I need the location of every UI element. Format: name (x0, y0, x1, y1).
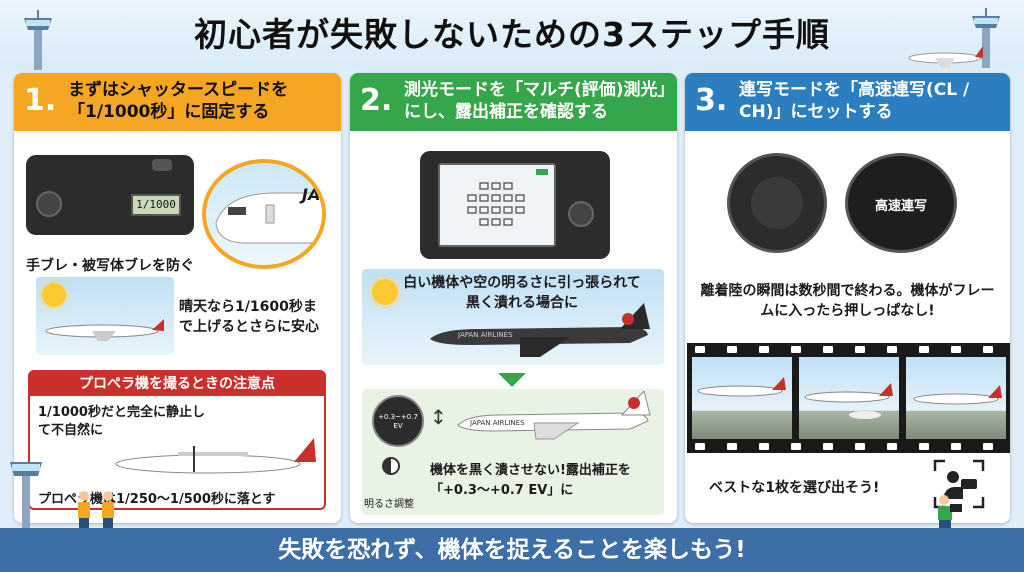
best-shot-text: ベストな1枚を選び出そう! (709, 480, 880, 496)
ev-dial-label: +0.3~+0.7 EV (378, 413, 418, 430)
dark-plane-icon (430, 303, 650, 357)
shutter-speed-lcd: 1/1000 (131, 194, 181, 216)
metering-grid-icon (467, 169, 548, 226)
burst-caption: 離着陸の瞬間は数秒間で終わる。機体がフレームに入ったら押しっぱなし! (700, 283, 995, 319)
plane-frame-icon-3 (913, 385, 1002, 405)
plane-icon-header (908, 46, 983, 68)
shutter-button-icon (152, 159, 172, 171)
rotate-arrow-icon: ↕ (430, 405, 447, 429)
step3-number: 3. (695, 83, 728, 118)
sunny-tip: 晴天なら1/1600秒まで上げるとさらに安心 (179, 299, 319, 335)
zoom-dial-label: 高速連写 (874, 199, 927, 214)
brightness-icon (382, 457, 400, 475)
ground-staff-icon (78, 491, 114, 528)
step3-title: 連写モードを「高速連写(CL / CH)」にセットする (739, 80, 970, 122)
step2-number: 2. (360, 83, 393, 118)
control-tower-icon-right (972, 8, 1000, 68)
plane-zoom-circle: JA (202, 159, 326, 269)
step1-header: 1. まずはシャッタースピードを「1/1000秒」に固定する (14, 73, 341, 131)
step2-title: 測光モードを「マルチ(評価)測光」にし、露出補正を確認する (404, 80, 667, 122)
step3-header: 3. 連写モードを「高速連写(CL / CH)」にセットする (685, 73, 1010, 131)
film-frame-2 (799, 357, 899, 439)
zoom-dial-icon (845, 153, 957, 253)
warning-solution: プロペラ機は1/250〜1/500秒に落とす (38, 492, 276, 507)
plane-frame-icon-2 (804, 383, 893, 419)
plane-icon-small (45, 319, 164, 341)
metering-screen (438, 163, 556, 247)
step1-title: まずはシャッタースピードを「1/1000秒」に固定する (68, 80, 289, 122)
bright-plane-icon (457, 391, 651, 440)
control-tower-icon-left (24, 10, 52, 70)
film-strip (687, 343, 1010, 453)
airline-text-bright: JAPAN AIRLINES (470, 419, 525, 427)
step1-number: 1. (24, 83, 57, 118)
blur-caption: 手ブレ・被写体ブレを防ぐ (26, 258, 194, 274)
page-title: 初心者が失敗しないための3ステップ手順 (194, 15, 830, 54)
sun-icon-2 (372, 279, 398, 305)
camera-dial-icon (568, 201, 594, 227)
step2-panel: 2. 測光モードを「マルチ(評価)測光」にし、露出補正を確認する 白い機体や空の… (350, 73, 677, 523)
step1-panel: 1. まずはシャッタースピードを「1/1000秒」に固定する 1/1000 JA… (14, 73, 341, 523)
warning-title: プロペラ機を撮るときの注意点 (30, 372, 324, 396)
step2-header: 2. 測光モードを「マルチ(評価)測光」にし、露出補正を確認する (350, 73, 677, 131)
plane-frame-icon-1 (697, 377, 786, 397)
warning-text: 1/1000秒だと完全に静止して不自然に (38, 405, 205, 438)
ev-dial-icon (372, 395, 424, 447)
film-frame-3 (906, 357, 1006, 439)
ev-solution-text: 機体を黒く潰させない!露出補正を「+0.3〜+0.7 EV」に (430, 463, 631, 498)
propeller-plane-icon (115, 438, 316, 474)
header-background (0, 0, 1024, 70)
control-tower-icon-bottom (10, 462, 42, 528)
propeller-warning-box: プロペラ機を撮るときの注意点 1/1000秒だと完全に静止して不自然に プロペラ… (28, 370, 326, 510)
sun-icon (42, 283, 66, 307)
plane-nose-icon (215, 192, 322, 244)
backlit-bubble-text: 白い機体や空の明るさに引っ張られて黒く潰れる場合に (403, 275, 641, 311)
brightness-label: 明るさ調整 (364, 499, 414, 510)
photographer-figure-icon (938, 495, 962, 528)
photographer-icon (933, 459, 985, 509)
mode-dial-icon (36, 191, 62, 217)
step3-panel: 3. 連写モードを「高速連写(CL / CH)」にセットする 高速連写 離着陸の… (685, 73, 1010, 523)
drive-dial-inner (751, 177, 803, 229)
footer-banner: 失敗を恐れず、機体を捉えることを楽しもう! (0, 528, 1024, 572)
plane-livery-text: JA (302, 185, 321, 204)
airline-text-dark: JAPAN AIRLINES (458, 331, 513, 339)
backlit-plane-scene (362, 269, 664, 365)
down-arrow-icon (498, 373, 526, 387)
film-frame-1 (692, 357, 792, 439)
